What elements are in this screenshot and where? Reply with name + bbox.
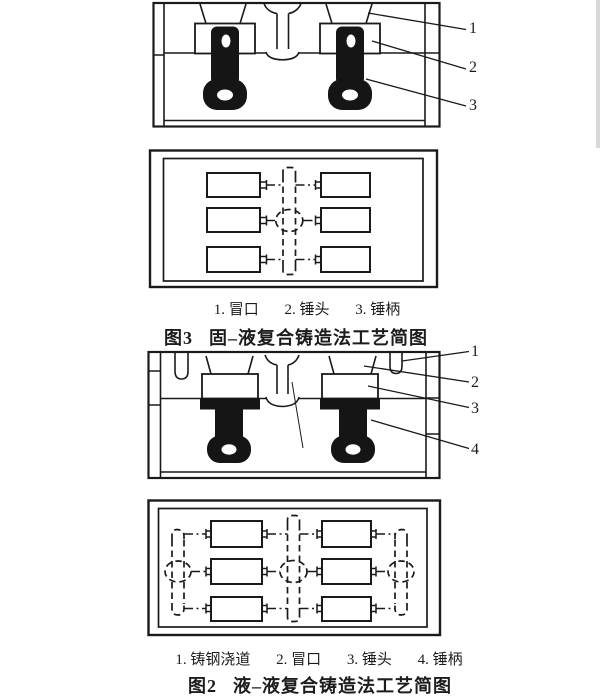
fig2-runner-channels (164, 514, 415, 623)
fig3-caption: 图3 固–液复合铸造法工艺简图 (0, 324, 596, 350)
fig2-runners (184, 533, 395, 610)
fig2-number: 图2 (188, 676, 217, 696)
fig2-title: 液–液复合铸造法工艺简图 (233, 676, 452, 696)
fig2-legend-item: 2. 冒口 (276, 652, 322, 668)
fig2-callout-3: 3 (471, 400, 479, 417)
fig2-callout-4: 4 (471, 441, 479, 458)
fig2-leader-lines (363, 350, 470, 450)
fig3-legend-item: 2. 锤头 (284, 302, 330, 318)
fig2-legend-item: 3. 锤头 (346, 652, 392, 668)
fig2-callout-1: 1 (471, 343, 479, 360)
fig3-number: 图3 (164, 328, 193, 348)
fig3-legend-item: 1. 冒口 (213, 302, 259, 318)
fig2-caption: 图2 液–液复合铸造法工艺简图 (20, 672, 600, 698)
fig3-callout-2: 2 (469, 59, 477, 76)
fig3-callout-1: 1 (469, 20, 477, 37)
fig3-runners (266, 184, 316, 261)
fig3-sprue-channel (274, 166, 304, 276)
fig2-right-sprue-channel (389, 352, 403, 375)
fig2-legend: 1. 铸钢浇道 2. 冒口 3. 锤头 4. 锤柄 (19, 648, 600, 669)
fig3-ingates (260, 180, 321, 265)
fig2-centerline (291, 381, 304, 449)
fig3-legend: 1. 冒口 2. 锤头 3. 锤柄 (7, 298, 600, 319)
fig3-title: 固–液复合铸造法工艺简图 (209, 328, 428, 348)
fig2-left-sprue-channel (174, 352, 189, 380)
fig2-legend-item: 4. 锤柄 (417, 652, 463, 668)
fig2-callout-2: 2 (471, 374, 479, 391)
fig3-plan-drawing (148, 149, 439, 289)
fig2-legend-item: 1. 铸钢浇道 (175, 652, 251, 668)
fig3-section-drawing (152, 1, 467, 128)
fig2-section-drawing (147, 350, 470, 480)
fig3-callout-3: 3 (469, 97, 477, 114)
fig3-leader-lines (365, 12, 467, 107)
fig2-ingates (205, 529, 377, 614)
fig3-legend-item: 3. 锤柄 (355, 302, 401, 318)
scan-edge-artifact (596, 0, 600, 148)
fig2-plan-drawing (147, 499, 442, 637)
